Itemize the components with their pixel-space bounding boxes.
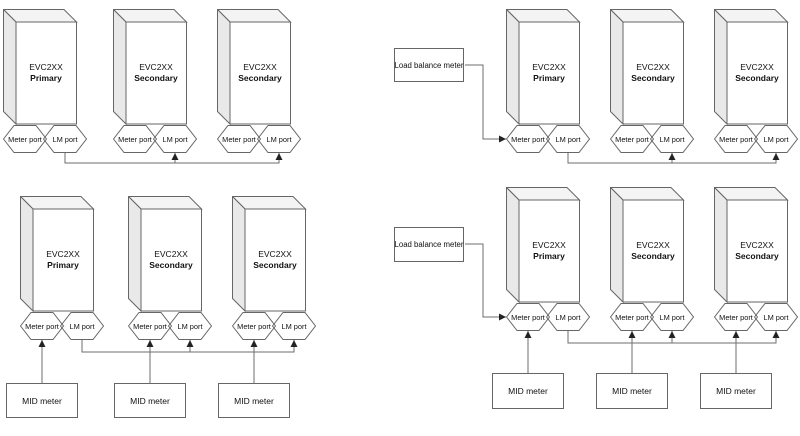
meter-port-label: Meter port (237, 322, 271, 331)
evc-role-label: Secondary (735, 251, 779, 261)
meter-port-label: Meter port (719, 313, 753, 322)
evc-unit: EVC2XX Secondary Meter port LM port (217, 9, 313, 155)
lm-port-label: LM port (162, 135, 187, 144)
evc-role-label: Secondary (253, 260, 297, 270)
lm-chain-connector (64, 153, 283, 164)
mid-meter-label: MID meter (130, 395, 170, 406)
evc-unit: EVC2XX Primary Meter port LM port (20, 196, 116, 342)
evc-unit: EVC2XX Secondary Meter port LM port (113, 9, 209, 155)
meter-port-label: Meter port (222, 135, 256, 144)
lm-port-label: LM port (52, 135, 77, 144)
meter-port-label: Meter port (118, 135, 152, 144)
mid-meter-label: MID meter (612, 386, 652, 396)
load-balance-meter-box: Load balance meter (394, 227, 464, 262)
meter-port-label: Meter port (719, 135, 753, 144)
lm-port-label: LM port (763, 135, 788, 144)
mid-meter-box: MID meter (492, 373, 564, 409)
load-balance-connector (465, 243, 506, 321)
evc-model-label: EVC2XX (154, 249, 188, 259)
evc-model-label: EVC2XX (139, 62, 173, 72)
evc-model-label: EVC2XX (46, 249, 80, 259)
evc-model-label: EVC2XX (740, 240, 774, 250)
evc-unit: EVC2XX Secondary Meter port LM port (714, 187, 800, 333)
evc-unit: EVC2XX Secondary Meter port LM port (610, 9, 706, 155)
evc-unit: EVC2XX Secondary Meter port LM port (232, 196, 328, 342)
evc-unit: EVC2XX Primary Meter port LM port (3, 9, 99, 155)
meter-port-label: Meter port (511, 313, 545, 322)
mid-meter-box: MID meter (596, 373, 668, 409)
evc-role-label: Primary (533, 251, 565, 261)
mid-meter-box: MID meter (114, 383, 186, 418)
evc-unit: EVC2XX Secondary Meter port LM port (128, 196, 224, 342)
meter-port-label: Meter port (133, 322, 167, 331)
evc-model-label: EVC2XX (258, 249, 292, 259)
lm-port-label: LM port (281, 322, 306, 331)
mid-meter-label: MID meter (716, 386, 756, 396)
lm-port-label: LM port (177, 322, 202, 331)
load-balance-meter-box: Load balance meter (394, 48, 464, 82)
meter-port-label: Meter port (8, 135, 42, 144)
evc-model-label: EVC2XX (636, 62, 670, 72)
load-balance-connector (465, 64, 506, 143)
evc-model-label: EVC2XX (636, 240, 670, 250)
evc-unit: EVC2XX Primary Meter port LM port (506, 9, 602, 155)
mid-meter-box: MID meter (218, 383, 290, 418)
meter-port-label: Meter port (615, 135, 649, 144)
lm-port-label: LM port (555, 135, 580, 144)
evc-model-label: EVC2XX (29, 62, 63, 72)
lm-chain-connector (81, 340, 298, 353)
evc-unit: EVC2XX Secondary Meter port LM port (714, 9, 800, 155)
evc-role-label: Secondary (631, 73, 675, 83)
mid-meter-box: MID meter (700, 373, 772, 409)
evc-unit: EVC2XX Primary Meter port LM port (506, 187, 602, 333)
lm-port-label: LM port (659, 313, 684, 322)
evc-role-label: Primary (30, 73, 62, 83)
evc-unit: EVC2XX Secondary Meter port LM port (610, 187, 706, 333)
evc-model-label: EVC2XX (532, 62, 566, 72)
evc-model-label: EVC2XX (740, 62, 774, 72)
mid-meter-label: MID meter (22, 395, 62, 406)
evc-role-label: Primary (47, 260, 79, 270)
evc-role-label: Secondary (134, 73, 178, 83)
lm-port-label: LM port (659, 135, 684, 144)
evc-role-label: Secondary (238, 73, 282, 83)
meter-port-label: Meter port (511, 135, 545, 144)
evc-role-label: Secondary (631, 251, 675, 261)
meter-port-label: Meter port (25, 322, 59, 331)
meter-port-label: Meter port (615, 313, 649, 322)
load-balance-meter-label: Load balance meter (394, 60, 464, 70)
lm-port-label: LM port (69, 322, 94, 331)
evc-role-label: Primary (533, 73, 565, 83)
lm-port-label: LM port (266, 135, 291, 144)
mid-meter-box: MID meter (6, 383, 78, 418)
evc-role-label: Secondary (735, 73, 779, 83)
lm-port-label: LM port (763, 313, 788, 322)
lm-port-label: LM port (555, 313, 580, 322)
load-balance-meter-label: Load balance meter (394, 240, 464, 249)
mid-meter-label: MID meter (234, 395, 274, 406)
evc-model-label: EVC2XX (243, 62, 277, 72)
mid-meter-label: MID meter (508, 386, 548, 396)
evc-model-label: EVC2XX (532, 240, 566, 250)
evc-role-label: Secondary (149, 260, 193, 270)
